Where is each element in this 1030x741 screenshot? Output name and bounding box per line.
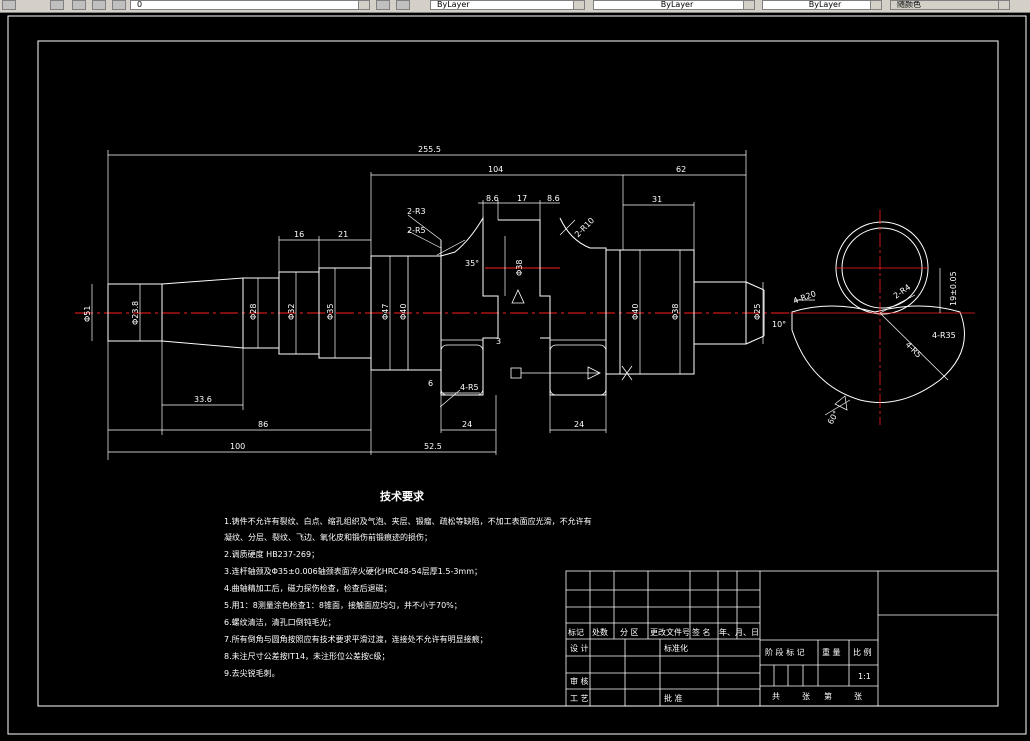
- dim-52-5: 52.5: [424, 442, 442, 451]
- technical-requirements: 技术要求 1.铸件不允许有裂纹、白点、缩孔组织及气泡、夹层、锻瘤、疏松等缺陷，不…: [224, 489, 592, 678]
- tb-count: 处数: [592, 627, 608, 637]
- tech-line-2: 凝纹、分层、裂纹、飞边、氧化皮和锻伤前锻痕迹的损伤；: [224, 532, 432, 542]
- dim-dia-28: Φ28: [249, 304, 258, 320]
- tech-line-1: 1.铸件不允许有裂纹、白点、缩孔组织及气泡、夹层、锻瘤、疏松等缺陷，不加工表面应…: [224, 516, 592, 526]
- tb-review: 审 核: [570, 676, 589, 686]
- lineweight-combo[interactable]: ByLayer: [762, 0, 882, 10]
- make-current-icon[interactable]: [376, 0, 390, 10]
- tech-title: 技术要求: [380, 489, 425, 503]
- tb-weight: 重 量: [822, 647, 841, 657]
- tb-scale-label: 比 例: [853, 647, 872, 657]
- tb-scale: 1:1: [858, 672, 871, 681]
- tb-date: 年、月、日: [719, 627, 759, 637]
- layer-state-icon[interactable]: [72, 0, 86, 10]
- dim-6: 6: [428, 379, 433, 388]
- layer-manager-icon[interactable]: [50, 0, 64, 10]
- tech-line-9: 8.未注尺寸公差按IT14，未注形位公差按c级；: [224, 651, 389, 661]
- dim-100: 100: [230, 442, 245, 451]
- dim-24b: 24: [574, 420, 584, 429]
- dim-dia-38b: Φ38: [671, 304, 680, 320]
- tech-line-10: 9.去尖锐毛刺。: [224, 668, 280, 678]
- dim-4-r35: 4-R35: [932, 331, 956, 340]
- title-block-texts: 标记 处数 分 区 更改文件号 签 名 年、月、日 设 计 标准化 审 核 工 …: [568, 627, 872, 703]
- layer-previous-2-icon[interactable]: [396, 0, 410, 10]
- tech-line-7: 6.螺纹清洁，清孔口倒钝毛光；: [224, 617, 336, 627]
- dim-8-6b: 8.6: [547, 194, 560, 203]
- drawing-border: [37, 40, 999, 707]
- dim-86: 86: [258, 420, 268, 429]
- dim-dia-23-8: Φ23.8: [131, 301, 140, 325]
- dim-33-6: 33.6: [194, 395, 212, 404]
- tb-zone: 分 区: [620, 628, 639, 637]
- tb-mark: 标记: [568, 627, 584, 637]
- dim-2-r3: 2-R3: [407, 207, 426, 216]
- dim-8-6a: 8.6: [486, 194, 499, 203]
- crankshaft-drawing: 255.5 104 62 31 8.6 17 8.6 16 21 33.6 86…: [7, 15, 1027, 735]
- tb-sheets-word: 张: [802, 692, 810, 701]
- color-combo[interactable]: ByLayer: [430, 0, 585, 10]
- dim-3: 3: [496, 337, 501, 346]
- shaft-details: [407, 256, 633, 396]
- tb-sheet-num: 第: [824, 691, 832, 701]
- tb-process: 工 艺: [570, 694, 589, 703]
- outer-frame: [7, 15, 1027, 735]
- tb-sheets-total: 共: [772, 692, 780, 701]
- dim-10deg: 10°: [772, 320, 786, 329]
- end-view: [790, 210, 975, 425]
- dim-dia-38: Φ38: [515, 260, 524, 276]
- dim-2-r10: 2-R10: [573, 216, 596, 239]
- dim-2-r5: 2-R5: [407, 226, 426, 235]
- tb-standard: 标准化: [664, 643, 688, 653]
- dim-4-r5: 4-R5: [460, 383, 479, 392]
- dim-dia-51: Φ51: [83, 306, 92, 322]
- tb-stage: 阶 段 标 记: [765, 647, 805, 657]
- dim-dia-32: Φ32: [287, 304, 296, 320]
- layer-previous-icon[interactable]: [92, 0, 106, 10]
- tb-sheet-word: 张: [854, 692, 862, 701]
- plotstyle-combo[interactable]: 随颜色: [890, 0, 1010, 10]
- dim-31: 31: [652, 195, 662, 204]
- dim-17: 17: [517, 194, 527, 203]
- tech-line-5: 4.曲轴精加工后，磁力探伤检查，检查后退磁；: [224, 583, 392, 593]
- dim-24a: 24: [462, 420, 472, 429]
- tech-line-8: 7.所有倒角与圆角按照应有技术要求平滑过渡，连接处不允许有明显接痕；: [224, 634, 488, 644]
- dimension-texts: 255.5 104 62 31 8.6 17 8.6 16 21 33.6 86…: [83, 145, 958, 451]
- dim-4-r20: 4-R20: [792, 289, 817, 306]
- dim-dia-40b: Φ40: [631, 304, 640, 320]
- dim-dia-35: Φ35: [326, 304, 335, 320]
- dim-19: 19±0.05: [949, 271, 958, 306]
- dim-21: 21: [338, 230, 348, 239]
- tb-approve: 批 准: [664, 693, 683, 703]
- tech-line-3: 2.调质硬度 HB237-269；: [224, 549, 319, 559]
- dim-62: 62: [676, 165, 686, 174]
- dim-60deg: 60°: [826, 409, 841, 426]
- tb-docno: 更改文件号: [650, 627, 690, 637]
- tech-line-6: 5.用1：8测量涂色检查1：8锥面，接触面应均匀，并不小于70%；: [224, 600, 462, 610]
- cad-toolbar: 0 ByLayer ByLayer ByLayer 随颜色: [0, 0, 1030, 13]
- linetype-combo[interactable]: ByLayer: [593, 0, 755, 10]
- dim-r40: 4-R5: [904, 340, 924, 360]
- dim-dia-47: Φ47: [381, 304, 390, 320]
- layer-lock-icon[interactable]: [112, 0, 126, 10]
- tech-line-4: 3.连杆轴颈及Φ35±0.006轴颈表面淬火硬化HRC48-54层厚1.5-3m…: [224, 566, 482, 576]
- tb-design: 设 计: [570, 643, 589, 653]
- dim-16: 16: [294, 230, 304, 239]
- title-block: [565, 570, 999, 707]
- layer-combo[interactable]: 0: [130, 0, 370, 10]
- dim-overall: 255.5: [418, 145, 441, 154]
- dim-dia-40a: Φ40: [399, 304, 408, 320]
- dim-dia-25: Φ25: [753, 304, 762, 320]
- dim-35deg: 35°: [465, 259, 479, 268]
- dimension-lines: [91, 150, 764, 460]
- new-file-icon[interactable]: [2, 0, 16, 10]
- shaft-outline: [107, 216, 765, 396]
- tb-sign: 签 名: [692, 627, 711, 637]
- drawing-canvas[interactable]: 255.5 104 62 31 8.6 17 8.6 16 21 33.6 86…: [0, 13, 1030, 737]
- dim-104: 104: [488, 165, 503, 174]
